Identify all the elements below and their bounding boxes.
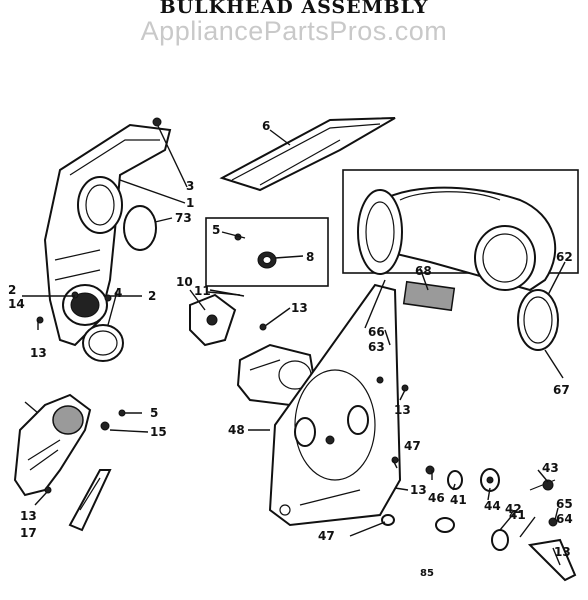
roller-shaft-parts (381, 465, 577, 582)
label-67: 67 (553, 383, 570, 397)
watermark: AppliancePartsPros.com (140, 16, 448, 46)
label-17: 17 (20, 526, 37, 540)
baffle-68 (402, 280, 456, 312)
label-13-right: 13 (410, 483, 427, 497)
label-46: 46 (428, 491, 445, 505)
label-64: 64 (556, 512, 573, 526)
label-11: 11 (194, 284, 211, 298)
label-8: 8 (306, 250, 314, 264)
label-10: 10 (176, 275, 193, 289)
label-63: 63 (368, 340, 385, 354)
label-13-panel: 13 (394, 403, 411, 417)
seal-ring-73 (123, 205, 157, 251)
label-2-left: 2 (8, 283, 16, 297)
label-62: 62 (556, 250, 573, 264)
bulkhead-48 (268, 283, 402, 527)
label-43: 43 (542, 461, 559, 475)
label-41-left: 41 (450, 493, 467, 507)
label-41-right: 41 (509, 508, 526, 522)
drum-67 (357, 186, 557, 312)
screw-3 (152, 117, 162, 127)
label-6: 6 (262, 119, 270, 133)
label-13-mid: 13 (291, 301, 308, 315)
label-2-right: 2 (148, 289, 156, 303)
label-65: 65 (556, 497, 573, 511)
label-15: 15 (150, 425, 167, 439)
inset-box (205, 217, 329, 287)
label-47-lower: 47 (318, 529, 335, 543)
label-1: 1 (186, 196, 194, 210)
hardware-items (36, 233, 409, 494)
label-13-bottom-left: 13 (20, 509, 37, 523)
drum-box (342, 169, 579, 274)
label-47-upper: 47 (404, 439, 421, 453)
label-13-bottom-right: 13 (554, 545, 571, 559)
label-5-lower: 5 (150, 406, 158, 420)
page-code: 85 (420, 568, 434, 579)
label-68: 68 (415, 264, 432, 278)
label-14: 14 (8, 297, 25, 311)
top-bracket-6 (219, 117, 396, 192)
leader-lines (22, 125, 566, 566)
label-5-box: 5 (212, 223, 220, 237)
label-42: 42 (505, 502, 522, 516)
idler-assembly-10 (189, 293, 237, 347)
diagram-title: BULKHEAD ASSEMBLY (159, 0, 429, 18)
label-73: 73 (175, 211, 192, 225)
label-66: 66 (368, 325, 385, 339)
label-13-left: 13 (30, 346, 47, 360)
lint-duct-14 (13, 393, 92, 497)
label-48: 48 (228, 423, 245, 437)
bracket-17 (68, 469, 112, 532)
label-44: 44 (484, 499, 501, 513)
label-3: 3 (186, 179, 194, 193)
label-4: 4 (114, 286, 122, 300)
